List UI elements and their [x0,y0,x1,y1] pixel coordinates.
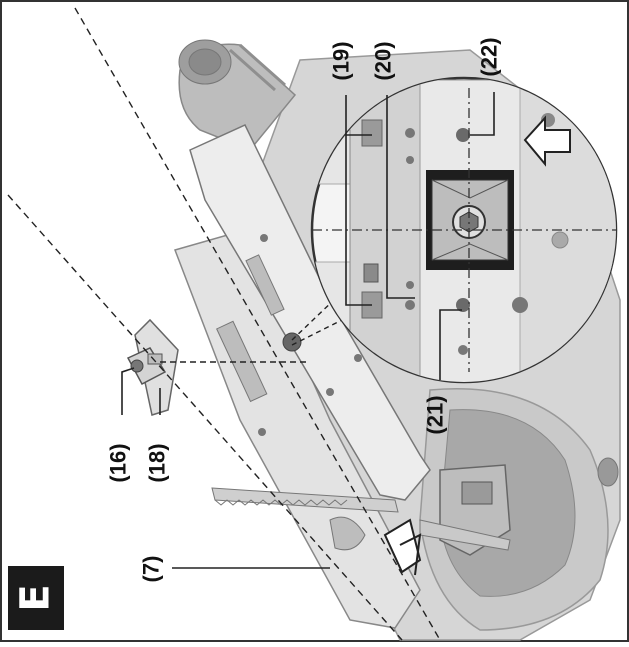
saw-blade [211,487,399,513]
adapter-part [126,318,179,416]
figure-letter: E [12,584,59,612]
figure-letter-badge: E [8,566,64,630]
blade-clamp [419,464,511,556]
callout-21: (21) [422,395,448,435]
push-arrow-upper [523,115,571,167]
callout-7: (7) [138,555,164,583]
callout-16: (16) [105,443,131,483]
callout-18: (18) [144,443,170,483]
callout-19: (19) [328,41,354,81]
guide-lines [7,7,441,641]
callout-22: (22) [476,37,502,77]
leader-lines [121,92,495,569]
magnifier-detail [310,76,618,384]
push-arrow-lower [383,518,422,576]
callout-20: (20) [370,41,396,81]
cable-sleeve [178,39,297,151]
